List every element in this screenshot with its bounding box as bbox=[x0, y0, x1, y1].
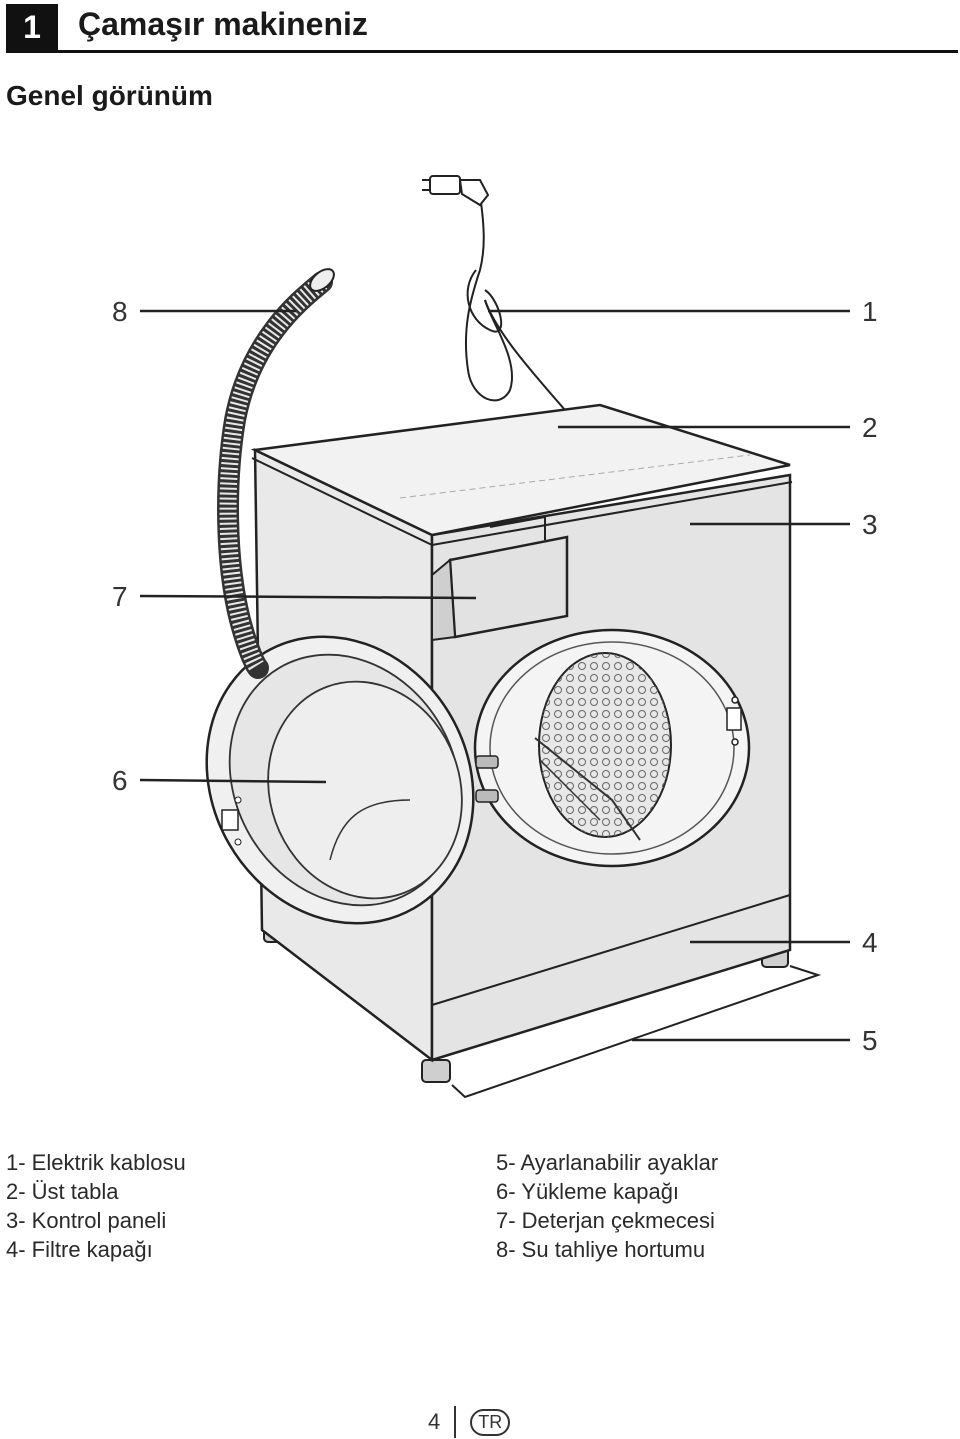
legend-item: 4- Filtre kapağı bbox=[6, 1237, 153, 1262]
page-footer: 4 TR bbox=[428, 1405, 511, 1439]
chapter-title: Çamaşır makineniz bbox=[78, 6, 368, 42]
legend-left: 1- Elektrik kablosu 2- Üst tabla 3- Kont… bbox=[6, 1148, 186, 1264]
callout-4: 4 bbox=[862, 927, 878, 958]
callout-1: 1 bbox=[862, 296, 878, 327]
legend-item: 7- Deterjan çekmecesi bbox=[496, 1208, 715, 1233]
callout-7: 7 bbox=[112, 581, 128, 612]
legend-item: 1- Elektrik kablosu bbox=[6, 1150, 186, 1175]
legend-right: 5- Ayarlanabilir ayaklar 6- Yükleme kapa… bbox=[496, 1148, 718, 1264]
leader-lines bbox=[139, 309, 850, 1042]
page-number: 4 bbox=[428, 1409, 441, 1434]
legend-item: 8- Su tahliye hortumu bbox=[496, 1237, 706, 1262]
callout-3: 3 bbox=[862, 509, 878, 540]
footer-divider bbox=[454, 1406, 457, 1438]
callout-5: 5 bbox=[862, 1025, 878, 1056]
legend-item: 6- Yükleme kapağı bbox=[496, 1179, 680, 1204]
loading-door bbox=[205, 635, 475, 925]
chapter-rule bbox=[6, 50, 958, 53]
washing-machine-illustration: 1 2 3 4 5 6 7 8 bbox=[112, 175, 878, 1099]
language-badge: TR bbox=[470, 1408, 511, 1436]
feet-bracket bbox=[451, 965, 822, 1099]
legend-item: 5- Ayarlanabilir ayaklar bbox=[496, 1150, 719, 1175]
top-panel bbox=[250, 403, 791, 537]
section-title: Genel görünüm bbox=[6, 80, 213, 111]
legend-item: 3- Kontrol paneli bbox=[6, 1208, 167, 1233]
callout-2: 2 bbox=[862, 412, 878, 443]
chapter-number: 1 bbox=[6, 4, 58, 50]
legend-item: 2- Üst tabla bbox=[6, 1179, 119, 1204]
door-lock bbox=[726, 696, 742, 746]
callout-6: 6 bbox=[112, 765, 128, 796]
power-cable bbox=[422, 175, 566, 411]
callout-8: 8 bbox=[112, 296, 128, 327]
hinges bbox=[475, 755, 499, 803]
